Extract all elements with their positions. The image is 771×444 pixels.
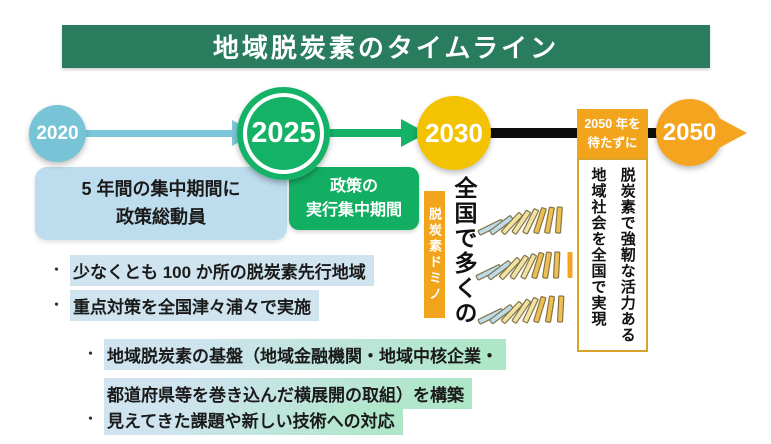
bullet-dot: ・: [50, 297, 64, 312]
concentration-period-line1: 5 年間の集中期間に: [81, 178, 241, 199]
skip-2050-tag: 2050 年を 待たずに: [577, 109, 648, 158]
domino-row: [477, 206, 563, 236]
milestone-2020-label: 2020: [36, 122, 79, 144]
bullet-foundation-line2: 都道府県等を巻き込んだ横展開の取組）を構築: [104, 378, 472, 409]
bullet-indent-spacer: [84, 378, 104, 382]
goal-box: 脱炭素で強靭な活力ある地域社会を全国で実現: [577, 158, 648, 352]
bullet-new-challenges-text: 見えてきた課題や新しい技術への対応: [104, 404, 403, 435]
execution-period-line2: 実行集中期間: [305, 201, 402, 219]
header-bar: 地域脱炭素のタイムライン: [62, 25, 710, 68]
execution-period-line1: 政策の: [329, 177, 378, 195]
decarbonization-domino-strip: 脱炭素ドミノ: [424, 191, 445, 318]
milestone-2020: 2020: [29, 105, 86, 162]
domino-row: [475, 251, 573, 281]
arrow-2025-2030-shaft: [329, 129, 403, 137]
domino-row: [477, 295, 565, 325]
milestone-2050: 2050: [656, 99, 723, 166]
bullet-leading-regions: ・ 少なくとも 100 か所の脱炭素先行地域: [50, 255, 374, 286]
bullet-leading-regions-text: 少なくとも 100 か所の脱炭素先行地域: [70, 255, 374, 286]
decarbonization-domino-label: 脱炭素ドミノ: [427, 206, 442, 303]
milestone-2025-label: 2025: [251, 117, 316, 149]
bullet-new-challenges: ・ 見えてきた課題や新しい技術への対応: [84, 404, 403, 435]
arrow-2020-2025-shaft: [84, 130, 234, 137]
nationwide-caption: 全国で多くの: [451, 176, 477, 326]
skip-2050-line1: 2050 年を: [584, 116, 641, 131]
domino-illustration: [475, 206, 573, 325]
goal-text: 脱炭素で強靭な活力ある地域社会を全国で実現: [589, 167, 636, 343]
milestone-2030: 2030: [417, 96, 491, 170]
bullet-dot: ・: [84, 346, 98, 361]
bullet-dot: ・: [84, 411, 98, 426]
concentration-period-box: 5 年間の集中期間に 政策総動員: [35, 167, 287, 240]
bullet-dot: ・: [50, 262, 64, 277]
milestone-2050-label: 2050: [662, 118, 717, 146]
skip-2050-line2: 待たずに: [587, 135, 638, 150]
concentration-period-line2: 政策総動員: [116, 206, 206, 227]
bullet-foundation: ・ 地域脱炭素の基盤（地域金融機関・地域中核企業・ 都道府県等を巻き込んだ横展開…: [84, 339, 506, 409]
milestone-2025: 2025: [237, 87, 330, 180]
line-2030-2050: [488, 128, 658, 138]
bullet-priority-measures-text: 重点対策を全国津々浦々で実施: [70, 290, 319, 321]
arrow-2050-head: [719, 118, 747, 148]
page-title: 地域脱炭素のタイムライン: [212, 33, 560, 63]
milestone-2030-label: 2030: [425, 117, 483, 148]
execution-period-box: 政策の 実行集中期間: [289, 167, 419, 230]
bullet-foundation-line1: 地域脱炭素の基盤（地域金融機関・地域中核企業・: [104, 339, 506, 370]
bullet-priority-measures: ・ 重点対策を全国津々浦々で実施: [50, 290, 319, 321]
